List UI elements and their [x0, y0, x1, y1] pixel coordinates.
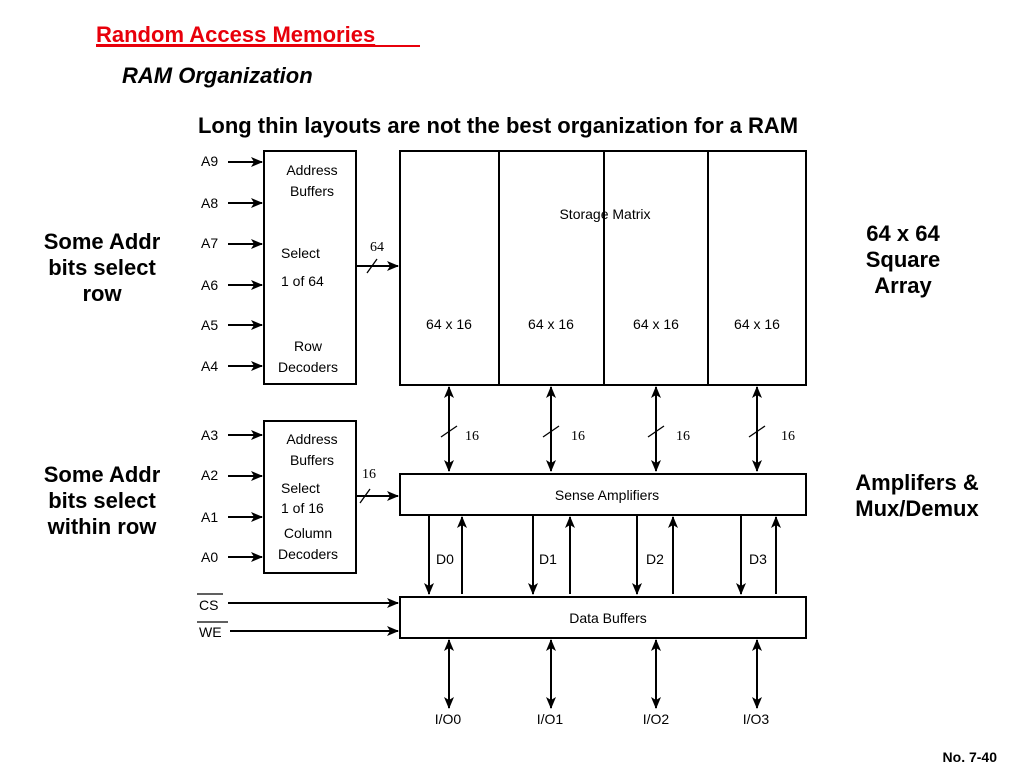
side-label-line: bits select	[48, 488, 156, 513]
heading: Long thin layouts are not the best organ…	[198, 113, 798, 138]
column-select-width: 16	[362, 467, 376, 482]
row-decoder-line2: Buffers	[290, 183, 334, 199]
side-label-column-select: Some Addr bits select within row	[44, 462, 161, 539]
section-title: Random Access Memories	[96, 22, 375, 47]
row-bus-width: 64	[370, 240, 384, 255]
column-decoder: Address Buffers Select 1 of 16 Column De…	[263, 420, 357, 574]
side-label-line: Array	[874, 273, 932, 298]
storage-block-label: 64 x 16	[633, 316, 679, 332]
control-pins: CS WE	[197, 593, 399, 640]
bus-slash	[440, 425, 458, 438]
side-label-line: Some Addr	[44, 229, 161, 254]
row-decoder-line6: Decoders	[278, 359, 338, 375]
row-address-pins: A9 A8 A7 A6 A5 A4	[201, 153, 263, 374]
storage-matrix: Storage Matrix 64 x 16 64 x 16 64 x 16 6…	[399, 150, 807, 386]
pin-label: A8	[201, 195, 218, 211]
io-label: I/O1	[537, 711, 564, 727]
data-lines: D0 D1 D2 D3	[424, 516, 781, 595]
side-label-line: bits select	[48, 255, 156, 280]
side-label-line: Mux/Demux	[855, 496, 979, 521]
col-decoder-line2: Buffers	[290, 452, 334, 468]
side-label-line: Square	[866, 247, 941, 272]
side-label-line: Amplifers &	[855, 470, 979, 495]
cs-label: CS	[199, 597, 218, 613]
col-decoder-line5: Column	[284, 525, 332, 541]
subtitle: RAM Organization	[122, 63, 313, 88]
data-buffers-label: Data Buffers	[569, 610, 647, 626]
pin-label: A7	[201, 235, 218, 251]
pin-label: A2	[201, 467, 218, 483]
data-line-label: D2	[646, 551, 664, 567]
side-label-line: 64 x 64	[866, 221, 940, 246]
sense-amplifiers: Sense Amplifiers	[399, 473, 807, 516]
col-decoder-line4: 1 of 16	[281, 500, 324, 516]
pin-label: A9	[201, 153, 218, 169]
bus-slash	[748, 425, 766, 438]
column-address-pins: A3 A2 A1 A0	[201, 427, 263, 565]
col-decoder-line3: Select	[281, 480, 320, 496]
column-bus-width: 16	[571, 429, 585, 444]
data-buffers: Data Buffers	[399, 596, 807, 639]
bus-slash	[366, 258, 378, 274]
sense-amplifiers-label: Sense Amplifiers	[555, 487, 659, 503]
io-label: I/O0	[435, 711, 462, 727]
row-decoder: Address Buffers Select 1 of 64 Row Decod…	[263, 150, 357, 385]
column-bus-width: 16	[676, 429, 690, 444]
data-line-label: D1	[539, 551, 557, 567]
pin-label: A6	[201, 277, 218, 293]
bus-slash	[647, 425, 665, 438]
col-decoder-line6: Decoders	[278, 546, 338, 562]
side-label-line: within row	[47, 514, 158, 539]
side-label-amplifiers: Amplifers & Mux/Demux	[855, 470, 979, 521]
io-lines: I/O0 I/O1 I/O2 I/O3	[435, 639, 770, 727]
pin-label: A4	[201, 358, 218, 374]
side-label-row-select: Some Addr bits select row	[44, 229, 161, 306]
column-bus-width: 16	[781, 429, 795, 444]
io-label: I/O2	[643, 711, 670, 727]
row-decoder-line5: Row	[294, 338, 323, 354]
pin-label: A0	[201, 549, 218, 565]
data-line-label: D0	[436, 551, 454, 567]
col-decoder-line1: Address	[286, 431, 337, 447]
side-label-line: row	[82, 281, 122, 306]
bus-slash	[359, 488, 371, 504]
io-label: I/O3	[743, 711, 770, 727]
column-select-bus: 16	[357, 467, 399, 504]
row-decoder-line4: 1 of 64	[281, 273, 324, 289]
bus-slash	[542, 425, 560, 438]
side-label-square-array: 64 x 64 Square Array	[866, 221, 941, 298]
storage-matrix-title: Storage Matrix	[559, 206, 650, 222]
row-select-bus: 64	[357, 240, 399, 274]
storage-block-label: 64 x 16	[528, 316, 574, 332]
column-bus-width: 16	[465, 429, 479, 444]
row-decoder-line3: Select	[281, 245, 320, 261]
row-decoder-line1: Address	[286, 162, 337, 178]
side-label-line: Some Addr	[44, 462, 161, 487]
data-line-label: D3	[749, 551, 767, 567]
pin-label: A3	[201, 427, 218, 443]
storage-block-label: 64 x 16	[734, 316, 780, 332]
column-buses: 16 16 16 16	[440, 386, 795, 472]
page-number: No. 7-40	[943, 749, 998, 765]
pin-label: A1	[201, 509, 218, 525]
pin-label: A5	[201, 317, 218, 333]
we-label: WE	[199, 624, 222, 640]
storage-block-label: 64 x 16	[426, 316, 472, 332]
